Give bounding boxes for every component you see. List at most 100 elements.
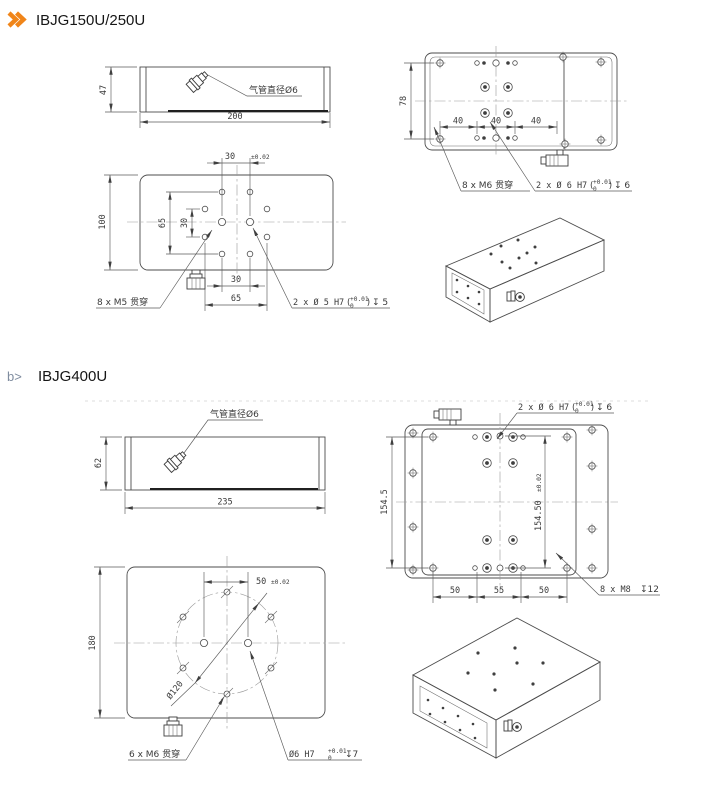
depth-note: ↧7: [345, 750, 358, 760]
iso-plate-screws: [455, 278, 481, 306]
thread-depth: ↧12: [640, 585, 659, 595]
dim-left-65: 65: [158, 191, 218, 255]
pin-note: 2 x Ø 6 H7: [518, 402, 569, 413]
s2-isometric-view: [412, 617, 601, 759]
dim-label: 180: [88, 635, 98, 650]
svg-text:40: 40: [491, 117, 501, 127]
iso-plate-screws: [426, 698, 477, 740]
tolerance-upper: +0.01: [328, 748, 347, 755]
section-1-header: IBJG150U/250U: [7, 11, 145, 29]
iso-end-plate: [419, 685, 488, 749]
plate-outline: [126, 566, 326, 719]
dim-label: 30: [225, 152, 235, 162]
dim-width-200: 200: [139, 112, 331, 128]
iso-air-fitting: [503, 719, 522, 732]
section-ibjg400u: b> IBJG400U 气管直径Ø6 62 235: [7, 368, 660, 762]
thread-callout: 8 x M6 贯穿: [433, 126, 530, 192]
thread-callout: 8 x M5 贯穿: [96, 229, 213, 309]
dim-label: 154.5: [380, 489, 390, 515]
svg-text:(: (: [571, 403, 576, 413]
air-tube-label: 气管直径Ø6: [249, 84, 298, 96]
tolerance-upper: +0.01: [350, 296, 369, 303]
iso-top-face: [412, 617, 601, 721]
air-fitting-elbow: [186, 269, 206, 290]
body-outline: [124, 436, 326, 491]
svg-text:50: 50: [539, 586, 549, 596]
dim-bottom-30: 30: [207, 258, 265, 292]
svg-text:40: 40: [531, 117, 541, 127]
svg-text:40: 40: [453, 117, 463, 127]
depth-note: ↧ 6: [614, 181, 630, 191]
svg-text:55: 55: [494, 586, 504, 596]
dim-label: 62: [94, 458, 104, 468]
leader-line: [183, 419, 263, 454]
s1-isometric-view: [444, 217, 606, 323]
corner-screws: [434, 51, 607, 150]
housing-side-screws: [407, 424, 598, 576]
pin-callout: Ø6 H7 +0.01 0 ↧7: [249, 650, 362, 762]
dim-label: 65: [231, 294, 241, 304]
section-ibjg150u-250u: IBJG150U/250U 气管直径Ø6 47 200: [7, 11, 632, 323]
dim-label: 100: [98, 214, 108, 229]
m5-holes: [201, 188, 271, 258]
pin-callout: 2 x Ø 6 H7 ( +0.01 0 ) ↧ 6: [496, 401, 614, 440]
dim-height-47: 47: [99, 66, 137, 113]
dim-inner-154-50: 154.50 ±0.02: [505, 435, 551, 569]
dim-height-154-5: 154.5: [380, 436, 428, 569]
dim-height-78: 78: [399, 62, 434, 140]
sensor-hole-rows: [474, 59, 518, 142]
dim-left-30: 30: [180, 208, 200, 238]
iso-front-face: [495, 661, 601, 759]
iso-air-fitting: [506, 290, 525, 302]
dim-tol: ±0.02: [271, 579, 290, 586]
double-chevron-right-icon: [7, 11, 27, 28]
s2-side-view: 气管直径Ø6 62 235: [94, 408, 326, 514]
svg-text:): ): [590, 403, 595, 413]
iso-top-holes: [489, 238, 538, 270]
dim-label: 78: [399, 96, 409, 106]
air-fitting: [185, 68, 211, 94]
housing-outline: [424, 52, 618, 151]
air-fitting-elbow: [163, 716, 183, 737]
pin-callout: 2 x Ø 5 H7 ( +0.01 0 ) ↧ 5: [252, 227, 390, 310]
iso-top-holes: [466, 646, 545, 692]
dim-pitch-40s: 40 40 40: [439, 117, 558, 134]
depth-note: ↧ 6: [596, 403, 612, 413]
housing-outline: [404, 424, 609, 579]
thread-note: 8 x M6 贯穿: [462, 179, 513, 191]
tolerance-lower: 0: [328, 755, 332, 762]
section-1-title: IBJG150U/250U: [36, 12, 145, 29]
dim-bottom-65: 65: [204, 243, 268, 311]
thread-note: 8 x M8: [600, 585, 631, 595]
section-2-header: b> IBJG400U: [7, 368, 107, 385]
iso-front-face: [489, 239, 605, 323]
plate-hole-rows: [472, 432, 526, 573]
air-fitting-elbow: [540, 149, 569, 167]
plate-outline: [139, 174, 334, 271]
dim-label: 154.50: [534, 500, 544, 531]
iso-end-plate: [451, 272, 485, 315]
pin-note: 2 x Ø 5 H7: [293, 297, 344, 308]
tolerance-lower: 0: [350, 303, 354, 310]
svg-text:): ): [366, 298, 371, 308]
m6-holes: [176, 585, 278, 701]
dim-width-235: 235: [124, 492, 326, 514]
svg-text:(: (: [346, 298, 351, 308]
tolerance-upper: +0.01: [575, 401, 594, 408]
tolerance-lower: 0: [575, 408, 579, 415]
center-screws: [480, 82, 513, 118]
air-tube-label: 气管直径Ø6: [210, 408, 259, 420]
dim-label: 50: [256, 577, 266, 587]
bolt-circle-label: Ø120: [164, 679, 185, 702]
thread-note: 8 x M5 贯穿: [97, 296, 148, 308]
dim-bottom-50-55-50: 50 55 50: [432, 572, 568, 603]
iso-end-face: [412, 674, 497, 759]
dim-height-62: 62: [94, 436, 122, 491]
pin-holes: [217, 217, 254, 226]
s1-bottom-view: 30 ±0.02 100 65 30: [96, 152, 390, 311]
pin-note: Ø6 H7: [289, 749, 315, 760]
svg-text:(: (: [589, 181, 594, 191]
s1-side-view: 气管直径Ø6 47 200: [99, 66, 331, 128]
tolerance-lower: 0: [593, 186, 597, 193]
